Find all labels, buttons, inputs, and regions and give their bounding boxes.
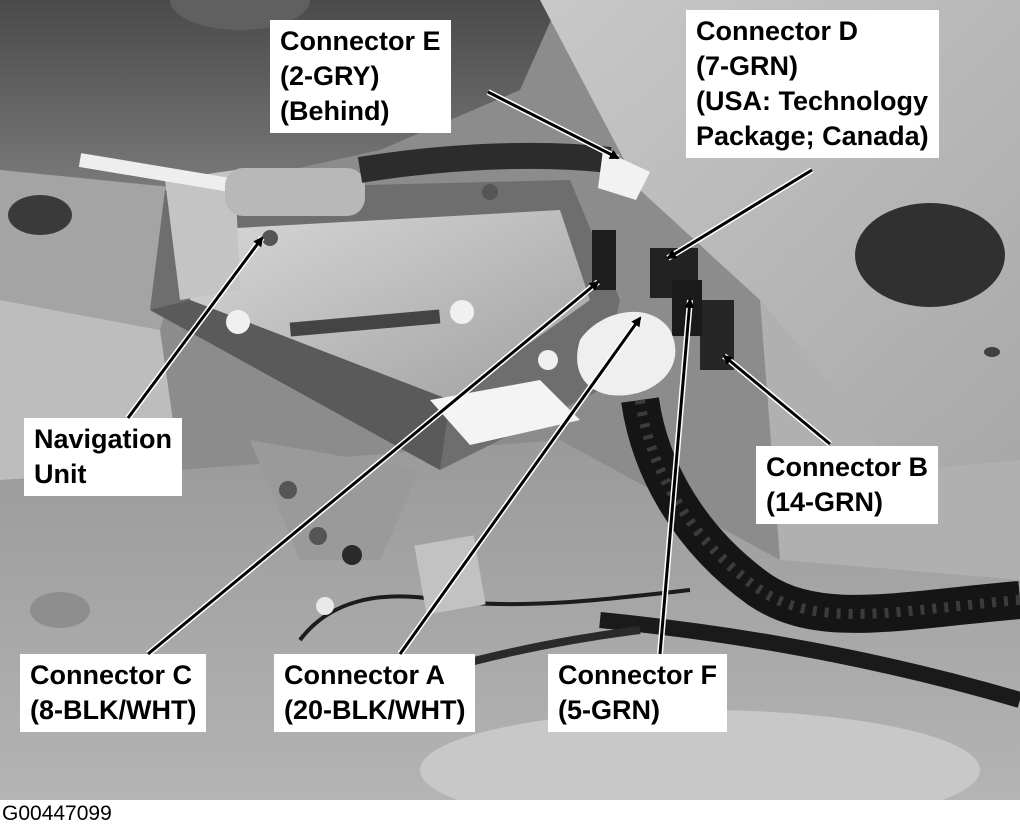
connector-d-callout: Connector D (7-GRN) (USA: Technology Pac… bbox=[686, 10, 939, 158]
connector-c-color: (8-BLK/WHT) bbox=[30, 695, 197, 725]
connector-f-callout: Connector F (5-GRN) bbox=[548, 654, 727, 732]
connector-e-color: (2-GRY) bbox=[280, 61, 380, 91]
connector-a-label: Connector A bbox=[284, 660, 445, 690]
connector-a-color: (20-BLK/WHT) bbox=[284, 695, 466, 725]
connector-e-note: (Behind) bbox=[280, 96, 390, 126]
connector-b-label: Connector B bbox=[766, 452, 928, 482]
connector-b-callout: Connector B (14-GRN) bbox=[756, 446, 938, 524]
figure-code: G00447099 bbox=[2, 802, 112, 825]
connector-f-label: Connector F bbox=[558, 660, 717, 690]
navigation-unit-label-1: Navigation bbox=[34, 424, 173, 454]
connector-c-label: Connector C bbox=[30, 660, 192, 690]
connector-b-color: (14-GRN) bbox=[766, 487, 884, 517]
connector-e-callout: Connector E (2-GRY) (Behind) bbox=[270, 20, 451, 133]
connector-a-callout: Connector A (20-BLK/WHT) bbox=[274, 654, 476, 732]
connector-c-callout: Connector C (8-BLK/WHT) bbox=[20, 654, 207, 732]
navigation-unit-label-2: Unit bbox=[34, 459, 87, 489]
navigation-unit-callout: Navigation Unit bbox=[24, 418, 183, 496]
connector-f-color: (5-GRN) bbox=[558, 695, 660, 725]
connector-d-note-2: Package; Canada) bbox=[696, 121, 929, 151]
figure-photo: Connector E (2-GRY) (Behind) Connector D… bbox=[0, 0, 1020, 800]
connector-d-color: (7-GRN) bbox=[696, 51, 798, 81]
connector-d-note-1: (USA: Technology bbox=[696, 86, 928, 116]
connector-e-label: Connector E bbox=[280, 26, 441, 56]
connector-d-label: Connector D bbox=[696, 16, 858, 46]
